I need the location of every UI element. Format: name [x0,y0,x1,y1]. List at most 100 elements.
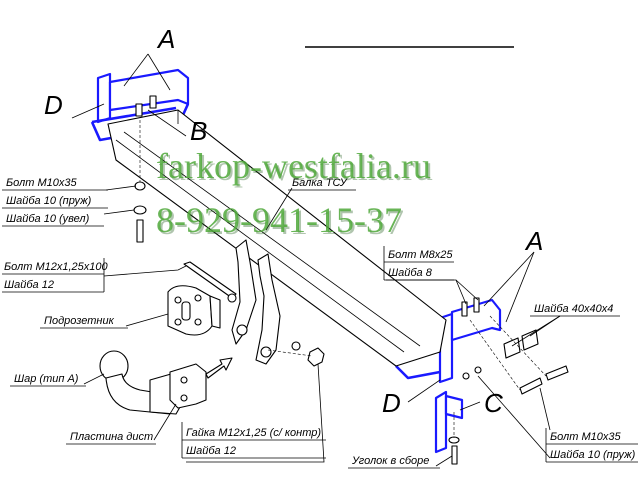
label-bolt-m8: Болт М8х25 [388,249,453,261]
assembly-arrow [205,357,233,379]
towbar-beam [107,109,447,367]
right-axis-2 [489,315,547,377]
letter-b: B [190,116,207,146]
letter-a-right: A [524,226,543,256]
socket-plate [167,285,221,336]
washer-spring-right-1 [462,372,470,380]
left-bracket-top [108,68,190,112]
leader-a-right-1 [483,251,535,307]
socket-plate-hole-1 [174,296,182,304]
leader-bolt-m8-2 [455,279,479,301]
socket-plate-hole-4 [194,318,202,326]
nut-axis [267,349,313,357]
beam-edge-1 [115,139,405,353]
label-beam: Балка ТСУ [292,177,348,189]
label-washer-flat-left: Шайба 10 (увел) [6,213,90,225]
corner-bracket-tab [444,394,464,420]
watermark-site: farkop-westfalia.ru [156,146,431,186]
arm-hole-left [236,324,248,336]
watermark-site-shadow: farkop-westfalia.ru [158,148,433,188]
spacer-hole-1 [180,376,188,384]
spacer-plate [169,357,233,409]
corner-bolt [451,445,458,465]
leader-bolt-m10-right [539,387,551,431]
leader-plate [153,403,177,441]
arm-hole-right [260,346,272,358]
socket-plate-hole-2 [194,294,202,302]
fasteners [133,95,569,465]
washer-spring-right-2 [474,366,482,374]
washer-40-2 [521,329,539,351]
label-washer-12-bottom: Шайба 12 [186,445,236,457]
socket-plate-hole-3 [174,318,182,326]
watermark-phone-shadow: 8-929-941-15-37 [158,202,404,242]
bracket-bolt-top-2 [149,95,157,109]
leader-bolt-m10-left [105,185,137,191]
arm-right [255,253,281,365]
socket-plate-slot [181,301,191,321]
label-bolt-m12: Болт М12х1,25х100 [4,261,109,273]
label-washer-40: Шайба 40х40х4 [534,303,613,315]
bolt-m8-1 [461,301,468,317]
letter-d-left: D [44,90,63,120]
bolt-m10-left [136,219,144,243]
leader-bolt-m12 [103,265,187,277]
left-bracket-side [91,106,177,124]
leader-washer-left [103,209,135,215]
label-washer-12-left: Шайба 12 [4,279,54,291]
leader-corner [435,455,453,467]
label-washer-spring-left: Шайба 10 (пруж) [6,195,92,207]
spacer-plate-body [169,363,207,409]
leader-a-right-2 [505,251,535,323]
bolt-m10-right-2 [545,365,569,381]
leader-d-left [71,103,105,119]
label-boxes [2,189,638,469]
arm-left [231,239,257,345]
leader-d-bottom [407,379,441,403]
label-socket-plate: Подрозетник [44,315,115,327]
washer-12-bottom [291,341,301,351]
bracket-bolt-top-1 [135,103,143,117]
washer-40-1 [503,337,521,359]
washer-spring-left [134,181,146,191]
spacer-hole-2 [180,394,188,402]
leader-ball [83,373,105,385]
left-bracket-vertical [96,72,112,124]
tow-arms [231,239,281,365]
label-washer-spring-right: Шайба 10 (пруж) [550,449,636,461]
socket-plate-side [209,295,221,329]
leader-c [459,401,481,411]
bolt-m8-2 [473,297,480,313]
bolt-m10-right-1 [519,377,543,395]
leader-nut [186,363,325,463]
vehicle-frame-brackets [90,68,502,454]
bolt-m12-long [183,261,237,299]
beam-edge-2 [123,131,421,347]
leader-b [147,109,187,137]
leader-washer-right [477,375,551,459]
label-nut-m12: Гайка М12х1,25 (с/ контр) [186,427,321,439]
label-bolt-m10-left: Болт М10х35 [6,177,77,189]
letter-c: C [484,388,503,418]
right-bracket-lower-edge [395,365,441,380]
label-washer-8: Шайба 8 [388,267,433,279]
leader-socket-plate [125,313,169,327]
label-spacer-plate: Пластина дист [70,431,153,443]
leader-a-top-2 [147,53,171,91]
letter-a-top: A [156,24,175,54]
leader-lines [71,53,561,467]
nut-m12 [307,347,325,367]
label-bolt-m10-right: Болт М10х35 [550,431,621,443]
leader-beam [265,187,293,231]
washer-12-left [227,293,237,303]
watermark-phone: 8-929-941-15-37 [156,200,402,240]
label-ball: Шар (тип А) [14,373,79,385]
letter-d-bottom: D [382,388,401,418]
leader-a-top-1 [123,53,149,87]
leader-washer-40-b [511,315,561,347]
washer-flat-left [133,205,147,215]
corner-bracket [434,390,448,454]
label-corner: Уголок в сборе [351,455,429,467]
